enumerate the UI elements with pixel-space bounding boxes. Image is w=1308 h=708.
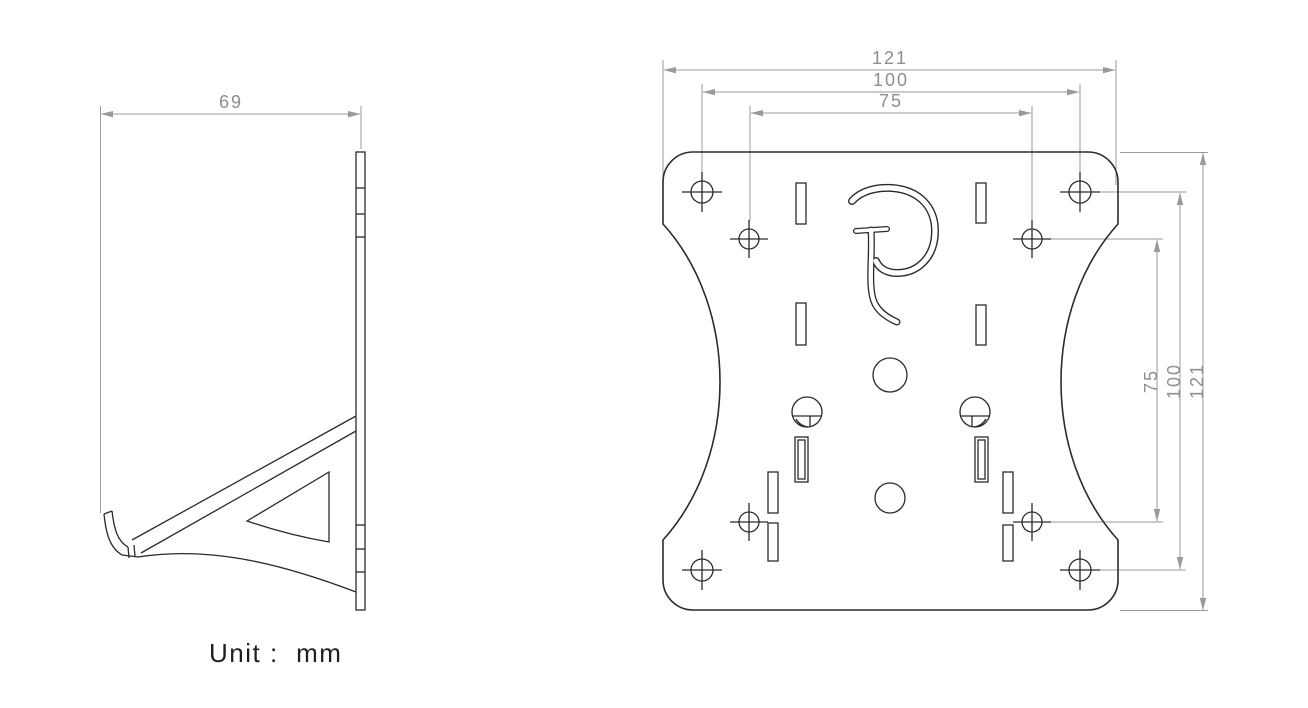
front-dim-right-121: 121 xyxy=(1120,152,1208,611)
logo-p-cutout xyxy=(848,183,939,326)
vesa-plate xyxy=(662,151,1119,611)
support-arm xyxy=(131,415,357,554)
dim-label: 100 xyxy=(873,70,909,90)
plate-bend-ticks xyxy=(356,187,365,573)
middle-slots xyxy=(794,436,989,483)
unit-label: Unit : mm xyxy=(209,638,342,668)
side-profile xyxy=(103,151,366,611)
plate-edge xyxy=(355,151,366,611)
side-dim-69: 69 xyxy=(100,92,362,513)
dim-label: 100 xyxy=(1164,363,1184,399)
hook-tab xyxy=(103,510,139,559)
front-dim-top-100: 100 xyxy=(701,70,1081,174)
gusset-bottom-curve xyxy=(137,552,357,593)
triangle-cutout xyxy=(245,470,330,543)
front-dim-top-75: 75 xyxy=(749,91,1033,221)
vesa-100-holes xyxy=(682,172,1100,590)
upper-slots xyxy=(795,182,987,346)
dim-label: 75 xyxy=(1141,369,1161,393)
dim-label: 121 xyxy=(1187,363,1207,399)
arrowhead-icon xyxy=(100,111,113,118)
front-view: 121 100 75 75 xyxy=(662,48,1208,611)
arrowhead-icon xyxy=(348,111,361,118)
side-view: 69 xyxy=(100,92,366,668)
vesa-75-holes xyxy=(730,220,1051,541)
center-holes xyxy=(872,357,908,514)
lower-slots xyxy=(767,471,1014,562)
plate-outline xyxy=(662,151,1119,611)
hinge-detail-holes xyxy=(791,396,991,428)
front-dim-right-75: 75 xyxy=(1051,238,1163,523)
front-dim-top-121: 121 xyxy=(662,48,1117,185)
dim-label: 75 xyxy=(879,91,903,111)
dim-label: 69 xyxy=(219,92,243,112)
dim-label: 121 xyxy=(872,48,908,68)
front-dim-right-100: 100 xyxy=(1100,191,1186,571)
